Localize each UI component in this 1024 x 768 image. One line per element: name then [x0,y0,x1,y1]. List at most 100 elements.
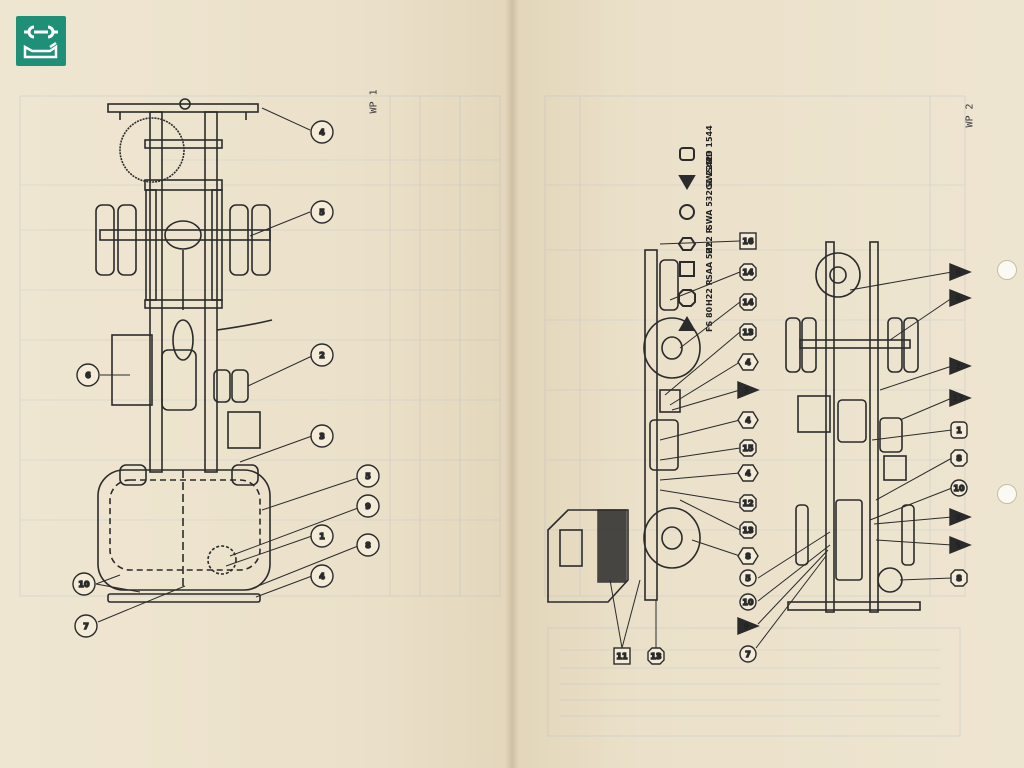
svg-text:GL 220: GL 220 [705,158,714,190]
callout-triangle: 9 [737,616,760,636]
svg-text:7: 7 [83,622,89,631]
svg-text:10: 10 [78,580,90,589]
callout-triangle: 9 [949,507,972,527]
callout-lubrication-point: 6 [76,363,100,387]
callout-octagon: 13 [739,521,757,539]
right-callouts-middle: 16 14 14 13 4 3 4 15 4 12 13 8 5 10 9 7 … [613,232,760,665]
left-callouts: 4 5 6 2 3 5 9 1 8 4 10 7 [72,120,380,638]
callout-octagon: 13 [739,323,757,341]
callout-lubrication-point: 7 [74,614,98,638]
svg-text:4: 4 [745,469,751,478]
svg-text:5: 5 [319,208,325,217]
svg-text:10: 10 [953,484,965,493]
chassis-underside-view [785,241,921,613]
svg-text:1: 1 [319,532,325,541]
callout-square: 16 [739,232,757,250]
circle-symbol [679,204,695,220]
callout-hexagon: 4 [737,353,759,371]
svg-text:MD 1544: MD 1544 [705,125,714,165]
svg-text:5: 5 [955,541,961,550]
svg-text:3: 3 [319,432,325,441]
callout-lubrication-point: 5 [310,200,334,224]
callout-triangle: 3 [737,380,760,400]
lubricant-legend [677,147,697,331]
callout-circle: 10 [950,479,968,497]
svg-text:4: 4 [319,128,325,137]
svg-text:13: 13 [742,526,753,535]
svg-text:5: 5 [745,574,751,583]
svg-text:8: 8 [956,454,962,463]
svg-text:6: 6 [85,371,91,380]
cup-symbol [679,147,695,161]
page-fold [505,0,519,768]
svg-text:SWA 532 SWS423: SWA 532 SWS423 [705,150,714,230]
svg-text:2: 2 [319,351,325,360]
service-logo [16,16,66,66]
triangle-down-symbol [678,316,696,331]
svg-text:9: 9 [955,513,961,522]
callout-lubrication-point: 2 [310,343,334,367]
callout-octagon: 14 [739,293,757,311]
svg-text:12: 12 [742,499,753,508]
callout-square: 11 [613,647,631,665]
svg-text:6: 6 [955,294,961,303]
callout-circle: 10 [739,593,757,611]
svg-text:17: 17 [952,394,963,403]
chassis-top-view [95,98,273,603]
svg-text:14: 14 [742,298,754,307]
callout-lubrication-point: 1 [310,524,334,548]
callout-lubrication-point: 4 [310,564,334,588]
svg-text:8: 8 [956,574,962,583]
svg-text:4: 4 [745,358,751,367]
callout-triangle: 6 [949,262,972,282]
svg-text:5: 5 [365,472,371,481]
svg-text:SAA 521: SAA 521 [705,242,714,280]
callout-lubrication-point: 8 [356,533,380,557]
svg-text:9: 9 [743,622,749,631]
svg-text:8: 8 [745,552,751,561]
callout-triangle: 17 [949,388,972,408]
callout-octagon: 13 [647,647,665,665]
svg-text:13: 13 [650,652,661,661]
callout-lubrication-point: 9 [356,494,380,518]
right-leader-lines [609,240,953,649]
svg-text:15: 15 [742,444,754,453]
callout-cup: 1 [950,421,968,439]
right-page [512,0,1024,768]
callout-triangle: 6 [949,288,972,308]
callout-octagon: 8 [950,449,968,467]
svg-text:16: 16 [742,237,754,246]
svg-text:1: 1 [956,426,962,435]
callout-lubrication-point: 10 [72,572,96,596]
callout-octagon: 15 [739,439,757,457]
svg-text:8: 8 [365,541,371,550]
svg-text:10: 10 [742,598,754,607]
svg-text:4: 4 [319,572,325,581]
svg-text:9: 9 [365,502,371,511]
svg-text:2: 2 [955,362,961,371]
svg-text:6: 6 [955,268,961,277]
square-symbol [679,261,695,277]
callout-hexagon: 4 [737,464,759,482]
callout-triangle: 5 [949,535,972,555]
svg-text:H22 R: H22 R [705,279,714,306]
svg-text:11: 11 [616,652,628,661]
octagon-symbol [678,289,696,307]
left-leader-lines [95,107,359,623]
hexagon-symbol [677,237,697,251]
truck-side-view [547,249,701,603]
callout-triangle: 2 [949,356,972,376]
callout-circle: 7 [739,645,757,663]
callout-lubrication-point: 5 [356,464,380,488]
svg-text:4: 4 [745,416,751,425]
callout-octagon: 14 [739,263,757,281]
svg-text:FS 80: FS 80 [705,306,714,332]
binder-hole-top [997,260,1017,280]
callout-hexagon: 8 [737,547,759,565]
binder-hole-bottom [997,484,1017,504]
callout-lubrication-point: 4 [310,120,334,144]
callout-octagon: 8 [950,569,968,587]
triangle-symbol [678,175,696,190]
callout-circle: 5 [739,569,757,587]
